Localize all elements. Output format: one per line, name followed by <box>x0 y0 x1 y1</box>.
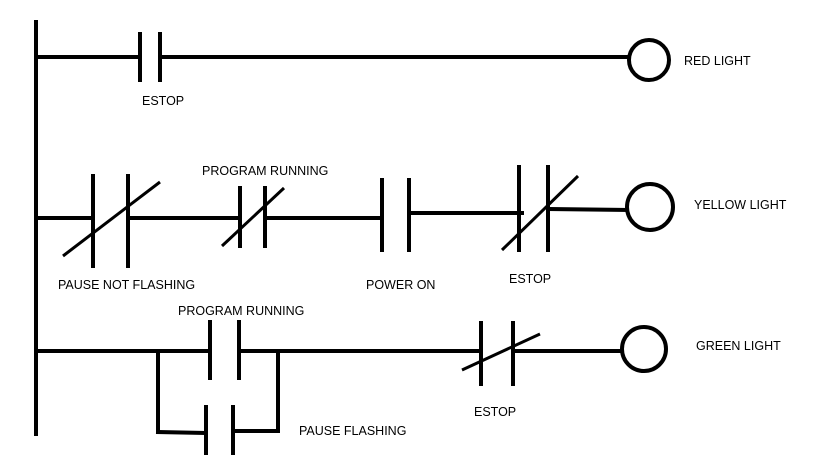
rung-1-contact-estop <box>138 32 162 82</box>
rung-3-parallel-branch <box>155 349 280 455</box>
green-light-coil <box>620 325 668 373</box>
contact-slash <box>62 180 161 258</box>
contact-slash <box>500 174 580 252</box>
rung-2-wire-5 <box>546 206 631 213</box>
rung-3-contact-estop <box>461 321 541 386</box>
rung-1: ESTOP RED LIGHT <box>34 32 751 108</box>
rung-2-contact-1-label: PAUSE NOT FLASHING <box>58 278 195 292</box>
rung-3: PROGRAM RUNNING PAUSE FLASHING ESTOP GRE… <box>34 304 781 455</box>
red-light-coil <box>627 38 671 82</box>
rung-3-contact-3-label: ESTOP <box>474 405 516 419</box>
contact-slash <box>461 332 541 372</box>
rung-2: PAUSE NOT FLASHING PROGRAM RUNNING POWER… <box>34 164 787 292</box>
branch-bottom-left <box>155 429 207 436</box>
rung-3-contact-program-running <box>208 320 241 380</box>
rung-2-contact-power-on <box>380 178 411 252</box>
rung-3-contact-2-label: PAUSE FLASHING <box>299 424 406 438</box>
yellow-light-label: YELLOW LIGHT <box>694 198 787 212</box>
green-light-label: GREEN LIGHT <box>696 339 781 353</box>
contact-slash <box>220 186 286 248</box>
rung-2-contact-4-label: ESTOP <box>509 272 551 286</box>
rung-1-contact-label: ESTOP <box>142 94 184 108</box>
rung-2-contact-2-label: PROGRAM RUNNING <box>202 164 328 178</box>
rung-3-contact-pause-flashing <box>204 405 235 455</box>
rung-2-contact-pause-not-flashing <box>62 174 161 268</box>
rung-2-contact-3-label: POWER ON <box>366 278 435 292</box>
red-light-label: RED LIGHT <box>684 54 751 68</box>
rung-3-contact-1-label: PROGRAM RUNNING <box>178 304 304 318</box>
yellow-light-coil <box>625 182 675 232</box>
